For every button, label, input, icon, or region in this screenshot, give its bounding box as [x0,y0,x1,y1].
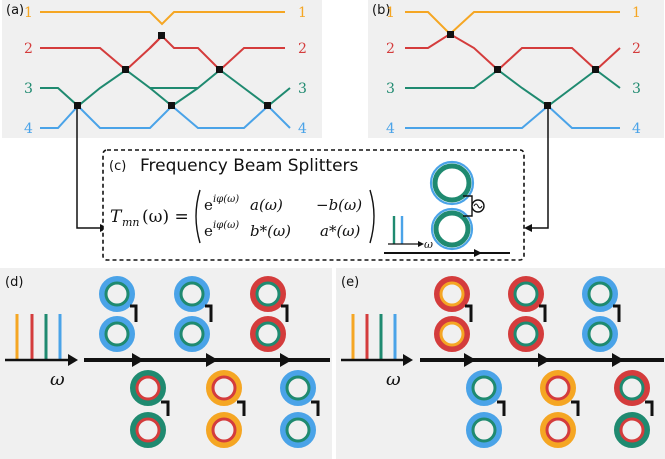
arrow-b-to-c [532,109,549,229]
port-label-left-2: 2 [386,41,395,57]
ring-pair [434,276,473,352]
m11-exp: iφ(ω) [213,194,239,205]
ring-pair [206,370,246,448]
m22: a*(ω) [320,222,361,240]
port-label-left-2: 2 [24,41,33,57]
m11-base: e [204,196,213,214]
splitter-node [216,66,223,73]
ring-pair [582,276,621,352]
ring-pair [466,370,506,448]
ring-pair [280,370,320,448]
matrix-right-paren [369,189,375,244]
splitter-node [544,102,551,109]
m21-base: e [204,222,213,240]
arrowhead [403,354,413,366]
waveguide-red [40,34,285,72]
m12: −b(ω) [316,196,362,214]
ring-pair [540,370,580,448]
port-label-right-1: 1 [298,5,307,21]
port-label-left-3: 3 [386,81,395,97]
splitter-node [592,66,599,73]
splitter-node [264,102,271,109]
panel-b: (b) 1 2 3 4 1 2 3 4 [372,3,641,137]
port-label-left-1: 1 [386,5,395,21]
splitter-node [447,31,454,38]
port-label-right-2: 2 [298,41,307,57]
ring-top-outer [429,160,475,206]
arrowhead [132,353,144,367]
panel-c-tag: (c) [109,159,126,174]
port-label-right-2: 2 [632,41,641,57]
port-label-left-1: 1 [24,5,33,21]
panel-c-box [102,149,525,261]
port-label-left-4: 4 [24,121,33,137]
panel-d-tag: (d) [5,275,23,290]
panel-c: (c) Frequency Beam Splitters T mn (ω) = … [102,149,525,261]
port-label-right-1: 1 [632,5,641,21]
panel-e: (e) ω [341,275,664,448]
matrix-left-paren [195,189,201,244]
m11-tail: a(ω) [250,196,283,214]
arrowhead [612,353,624,367]
ring-pair [614,370,654,448]
omega-label: ω [50,369,65,390]
waveguide-blue [40,104,291,129]
splitter-node [168,102,175,109]
m21-exp: iφ(ω) [213,220,239,231]
rf-wave-glyph [473,203,483,209]
panel-b-tag: (b) [372,3,390,18]
ring-pair [174,276,213,352]
splitter-node [122,66,129,73]
omega-label: ω [386,369,401,390]
port-label-left-3: 3 [24,81,33,97]
ring-bottom-outer [430,207,474,251]
ring-pair [250,276,289,352]
arrowhead [68,354,78,366]
panel-a-tag: (a) [6,3,24,18]
panel-d: (d) ω [5,275,330,448]
port-label-right-3: 3 [632,81,641,97]
m21-tail: b*(ω) [250,222,291,240]
panel-a: (a) 1 2 3 4 1 2 3 4 [6,3,307,137]
omega-label: ω [424,238,433,251]
arrow-a-to-c [76,109,100,229]
eq-lhs-arg: (ω) = [142,207,189,227]
arrowhead [206,353,218,367]
port-label-right-4: 4 [298,121,307,137]
ring-bottom [433,210,471,248]
eq-lhs: T [110,207,123,227]
panel-e-tag: (e) [341,275,359,290]
panel-b-background [368,0,664,138]
arrowhead [464,353,476,367]
arrowhead [524,224,532,232]
port-label-left-4: 4 [386,121,395,137]
ring-top [432,163,472,203]
ring-pair [130,370,170,448]
arrowhead [474,249,482,257]
panel-c-title: Frequency Beam Splitters [140,156,359,176]
arrowhead [280,353,292,367]
port-label-right-4: 4 [632,121,641,137]
arrowhead [418,241,424,247]
ring-pair [508,276,547,352]
arrowhead [538,353,550,367]
splitter-node [74,102,81,109]
splitter-node [494,66,501,73]
port-label-right-3: 3 [298,81,307,97]
eq-lhs-sub: mn [122,216,140,229]
waveguide-orange [40,11,285,26]
ring-pair [99,276,138,352]
splitter-node [158,32,165,39]
